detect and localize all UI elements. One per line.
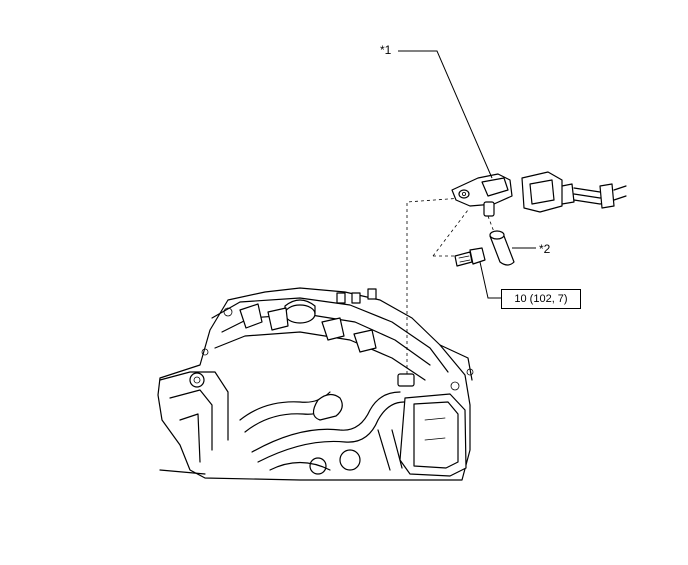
callout-sensor-label: *1: [380, 43, 392, 57]
sensor-part: [451, 173, 513, 217]
callout-o-ring-label: *2: [539, 242, 551, 256]
engine-assembly: [157, 287, 474, 481]
installation-guide: [406, 197, 495, 374]
bolt-part: [454, 247, 486, 267]
o-ring-part: [489, 230, 515, 266]
torque-spec-box: 10 (102, 7): [501, 289, 581, 309]
leader-lines: [398, 50, 536, 299]
wire-harness-connector: [521, 171, 627, 213]
